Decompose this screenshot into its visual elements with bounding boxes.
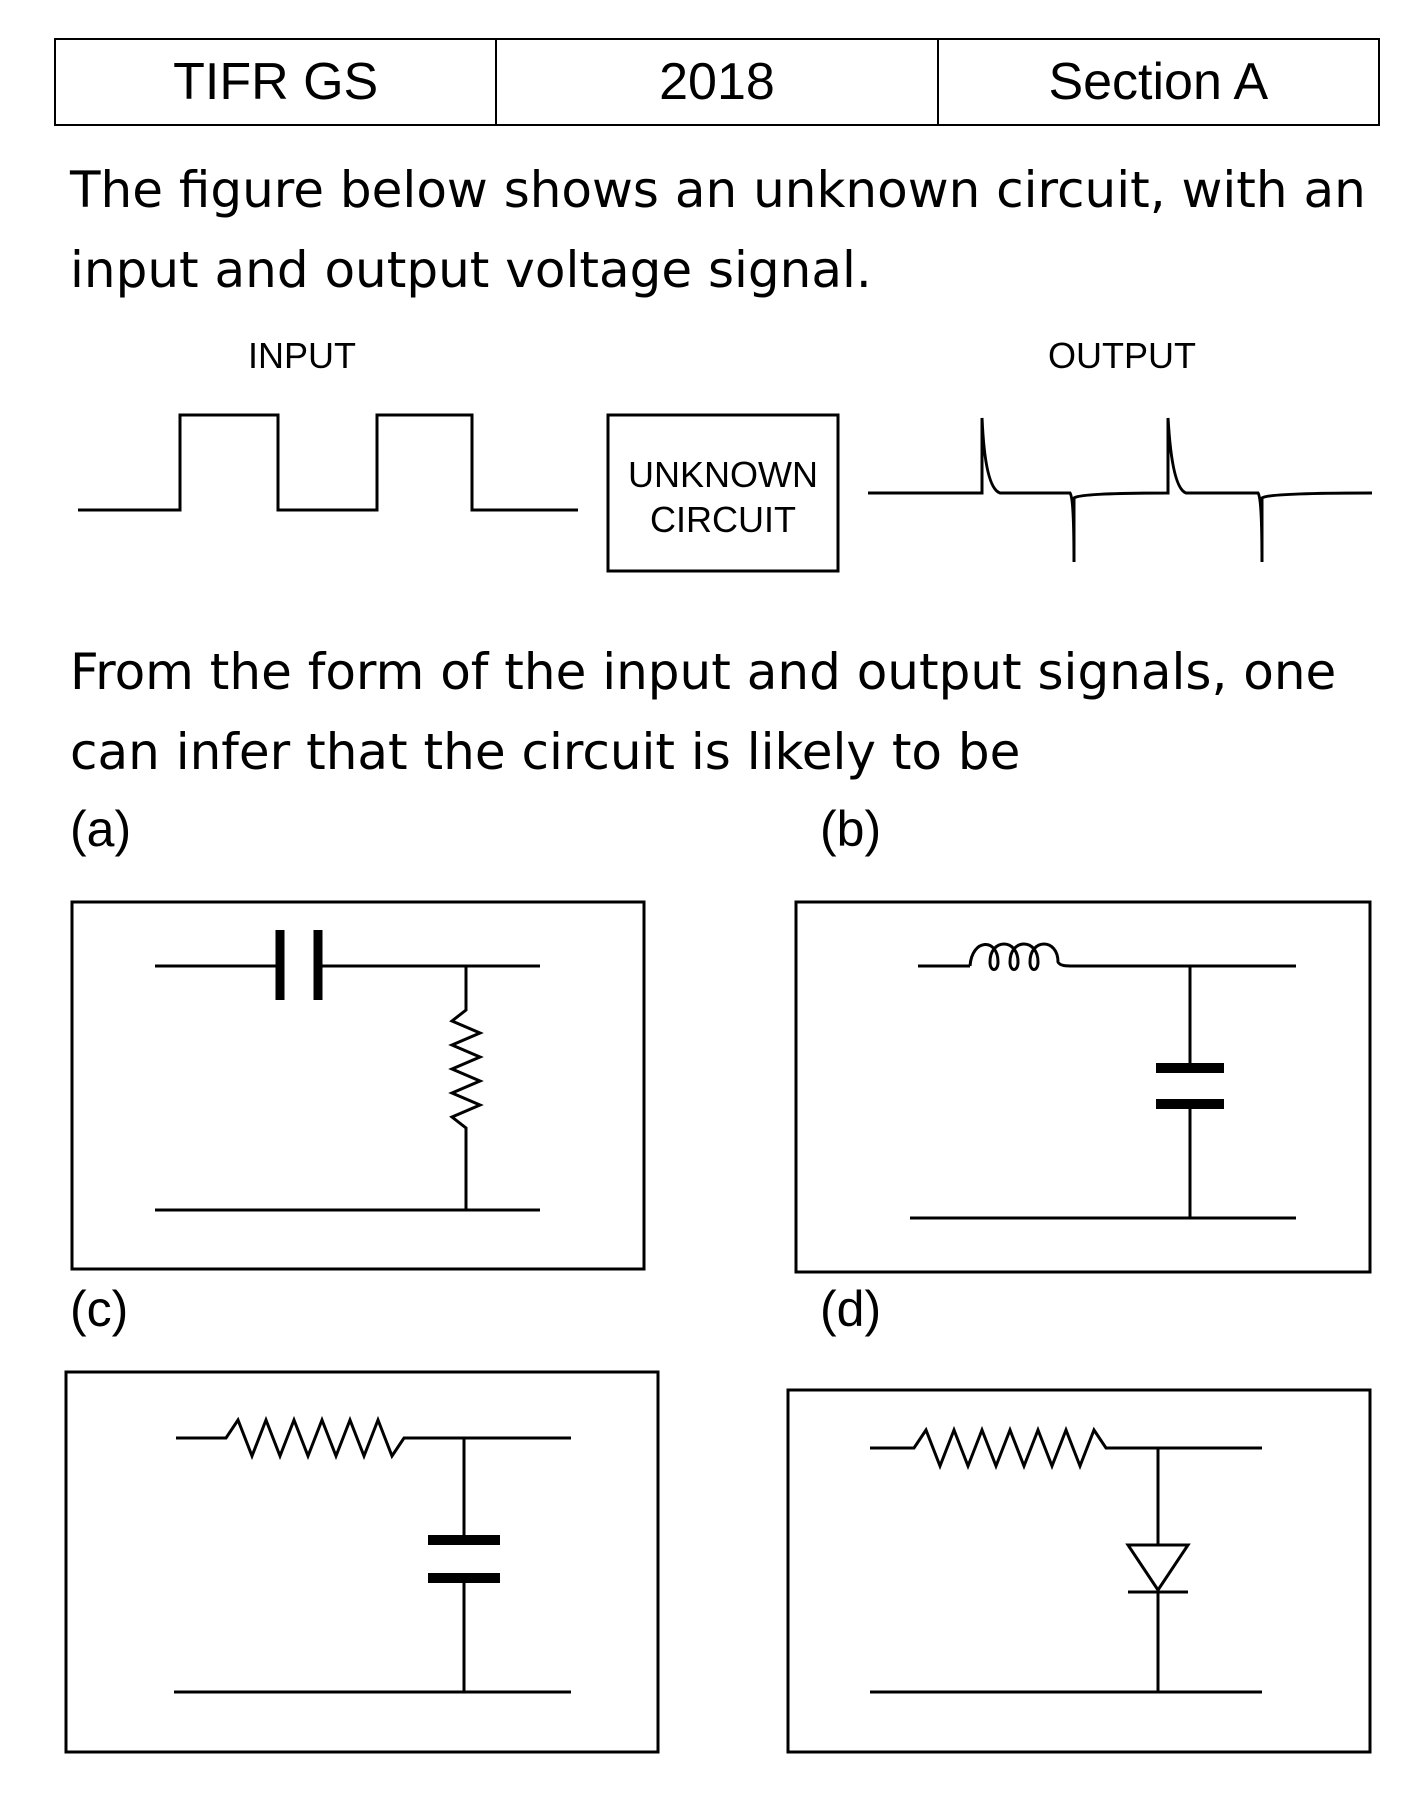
- option-b-frame: [794, 900, 1372, 1274]
- box-label-line1: UNKNOWN: [628, 454, 818, 495]
- option-a-frame: [70, 900, 646, 1271]
- option-c-circuit: [64, 1370, 660, 1754]
- resistor-symbol: [870, 1425, 1262, 1471]
- resistor-symbol: [176, 1415, 571, 1461]
- header-exam: TIFR GS: [56, 40, 498, 124]
- option-c-frame: [64, 1370, 660, 1754]
- resistor-symbol: [448, 966, 484, 1210]
- option-b-circuit: [794, 900, 1372, 1274]
- diode-symbol: [1125, 1543, 1191, 1593]
- option-c-label: (c): [70, 1281, 129, 1337]
- header-section: Section A: [1048, 53, 1269, 111]
- header-year: 2018: [497, 40, 939, 124]
- input-square-wave: [78, 413, 578, 512]
- inductor-symbol: [968, 942, 1075, 971]
- output-spike-waveform: [868, 417, 1373, 563]
- option-d-label: (d): [820, 1281, 882, 1337]
- option-a-label: (a): [70, 801, 132, 857]
- box-label-line2: CIRCUIT: [650, 499, 796, 540]
- unknown-circuit-box: [606, 413, 840, 573]
- input-label: INPUT: [248, 335, 356, 376]
- option-d-frame: [786, 1388, 1372, 1754]
- option-d-circuit: [786, 1388, 1372, 1754]
- header-table: TIFR GS 2018 Section A: [54, 38, 1380, 126]
- option-b-label: (b): [820, 801, 882, 857]
- option-a-circuit: [70, 900, 646, 1271]
- question-intro: The figure below shows an unknown circui…: [70, 161, 1366, 299]
- question-prompt: From the form of the input and output si…: [70, 643, 1337, 781]
- output-label: OUTPUT: [1048, 335, 1196, 376]
